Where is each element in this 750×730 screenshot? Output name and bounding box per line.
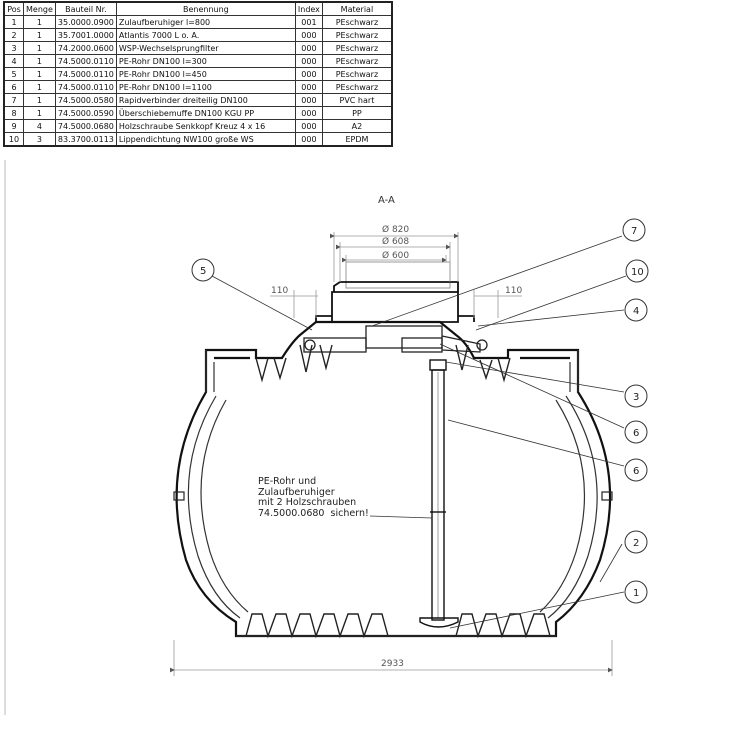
svg-text:6: 6 <box>633 428 639 439</box>
tank-shell <box>175 320 612 638</box>
svg-text:10: 10 <box>631 267 644 278</box>
balloon-3: 3 <box>624 384 648 408</box>
svg-text:4: 4 <box>633 306 639 317</box>
balloon-2: 2 <box>624 530 648 554</box>
bom-cell-benennung: Holzschraube Senkkopf Kreuz 4 x 16 <box>115 119 296 133</box>
balloon-7: 7 <box>622 218 646 242</box>
bom-cell-benennung: Lippendichtung NW100 große WS <box>115 132 296 147</box>
bom-cell-bauteil: 83.3700.0113 <box>54 132 117 147</box>
dim-2933-lines <box>170 640 613 676</box>
tank-inner-wall <box>187 350 598 619</box>
balloon-6a: 6 <box>624 420 648 444</box>
svg-text:7: 7 <box>631 226 637 237</box>
dim-110 <box>270 290 522 318</box>
svg-text:2: 2 <box>633 538 639 549</box>
leader-lines <box>211 235 627 629</box>
dim-diameters <box>330 232 459 282</box>
section-label: A-A <box>378 195 395 206</box>
svg-text:6: 6 <box>633 466 639 477</box>
bom-cell-material: A2 <box>321 119 393 133</box>
side-lugs <box>173 491 613 501</box>
assembly-note: PE-Rohr und Zulaufberuhiger mit 2 Holzsc… <box>258 476 369 519</box>
tank-bottom-ribs <box>236 613 556 639</box>
dim-820: Ø 820 <box>382 224 409 235</box>
balloon-10: 10 <box>625 259 649 283</box>
svg-text:1: 1 <box>633 588 639 599</box>
bom-cell-bauteil: 74.5000.0680 <box>54 119 117 133</box>
svg-text:3: 3 <box>633 392 639 403</box>
bom-header-row: Pos Menge Bauteil Nr. Benennung Index Ma… <box>3 1 393 16</box>
bom-cell-index: 000 <box>294 119 323 133</box>
bom-cell-index: 000 <box>294 67 323 81</box>
dim-600: Ø 600 <box>382 250 409 261</box>
dim-110-right: 110 <box>505 286 522 296</box>
balloon-6b: 6 <box>624 458 648 482</box>
dim-2933: 2933 <box>381 659 404 669</box>
svg-text:5: 5 <box>200 266 206 277</box>
balloon-5: 5 <box>191 258 215 282</box>
vertical-pipe <box>419 359 459 628</box>
bom-table: Pos Menge Bauteil Nr. Benennung Index Ma… <box>3 1 393 147</box>
tank-top-ribs <box>255 344 511 383</box>
balloon-1: 1 <box>624 580 648 604</box>
bom-cell-index: 000 <box>294 93 323 107</box>
bom-cell-menge: 4 <box>23 119 56 133</box>
bom-cell-index: 000 <box>294 132 323 147</box>
dim-608: Ø 608 <box>382 236 409 247</box>
balloon-4: 4 <box>624 298 648 322</box>
bom-cell-material: EPDM <box>321 132 393 147</box>
dim-110-left: 110 <box>271 286 288 296</box>
